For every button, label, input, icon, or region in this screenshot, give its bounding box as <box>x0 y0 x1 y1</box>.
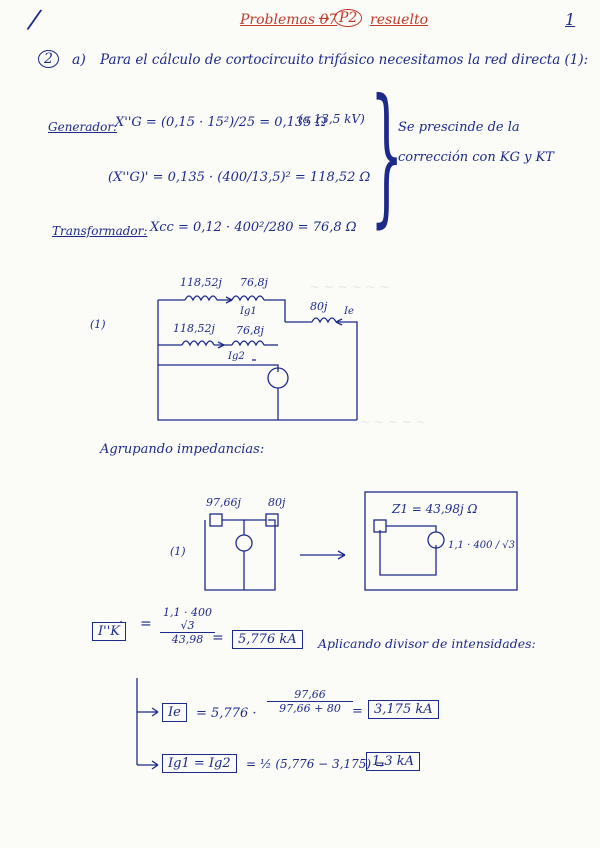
ik-fraction: 1,1 · 400 √3 43,98 <box>160 606 215 646</box>
transformer-label: Transformador: <box>52 224 148 238</box>
generator-referred-reactance: (X''G)' = 0,135 · (400/13,5)² = 118,52 Ω <box>108 170 371 185</box>
ie-expression: = 5,776 · <box>196 706 257 721</box>
equivalent-impedance: Z1 = 43,98j Ω <box>392 502 478 516</box>
ie-numerator: 97,66 <box>267 688 353 702</box>
current-label: Ig2 <box>228 351 245 362</box>
circuit-tag: (1) <box>90 318 106 331</box>
ik-value: 5,776 kA <box>232 630 303 649</box>
impedance-label: 80j <box>310 300 328 313</box>
side-note-line1: Se prescinde de la <box>398 120 520 135</box>
impedance-label: 80j <box>268 496 286 509</box>
generator-label: Generador: <box>48 120 118 134</box>
equals-sign: = <box>140 616 152 632</box>
problem-tag: P2 <box>334 9 363 27</box>
ie-value: 3,175 kA <box>368 700 439 719</box>
ik-symbol: I''K <box>92 622 126 641</box>
transformer-reactance: Xcc = 0,12 · 400²/280 = 76,8 Ω <box>150 220 357 235</box>
bleed-through-text: ~ ~ ~ ~ ~ ~ <box>310 280 390 294</box>
ik-numerator: 1,1 · 400 <box>163 606 212 619</box>
problem-part: a) <box>72 52 86 68</box>
divider-note: Aplicando divisor de intensidades: <box>318 636 536 651</box>
ig-symbol: Ig1 = Ig2 <box>162 754 237 773</box>
ig-expression: = ½ (5,776 − 3,175) = <box>246 757 385 771</box>
generator-reactance: X''G = (0,15 · 15²)/25 = 0,135 Ω <box>115 115 327 130</box>
ik-denominator: 43,98 <box>171 633 204 646</box>
bleed-through-text: ~ ~ ~ ~ <box>400 120 452 134</box>
impedance-label: 76,8j <box>236 324 264 337</box>
problem-statement: Para el cálculo de cortocircuito trifási… <box>100 52 589 68</box>
ie-fraction: 97,66 97,66 + 80 <box>267 688 353 715</box>
impedance-label: 76,8j <box>240 276 268 289</box>
side-note-line2: corrección con KG y KT <box>398 150 554 165</box>
ik-numerator-sqrt: √3 <box>180 619 195 632</box>
impedance-label: 97,66j <box>206 496 241 509</box>
generator-voltage-note: (a 13,5 kV) <box>298 112 365 126</box>
current-label: Ig1 <box>240 306 257 317</box>
circuit-tag: (1) <box>170 545 186 558</box>
source-voltage: 1,1 · 400 / √3 <box>448 540 515 551</box>
ig-value: 1,3 kA <box>366 752 421 771</box>
equals-sign: = <box>352 704 363 719</box>
ie-denominator: 97,66 + 80 <box>279 702 341 715</box>
bleed-through-text: ~ ~ ~ ~ ~ <box>360 415 426 429</box>
page-title: Problemas 07 <box>240 12 338 28</box>
current-label: Ie <box>344 306 354 317</box>
impedance-label: 118,52j <box>180 276 222 289</box>
problem-number: 2 <box>38 50 59 68</box>
title-arrow: → <box>318 11 330 27</box>
grouping-heading: Agrupando impedancias: <box>100 442 265 457</box>
equals-sign: = <box>212 630 224 646</box>
curly-brace: } <box>370 68 404 242</box>
page-number: 1 <box>565 10 576 29</box>
ie-symbol: Ie <box>162 703 187 722</box>
impedance-label: 118,52j <box>173 322 215 335</box>
resuelto-label: resuelto <box>370 12 428 28</box>
